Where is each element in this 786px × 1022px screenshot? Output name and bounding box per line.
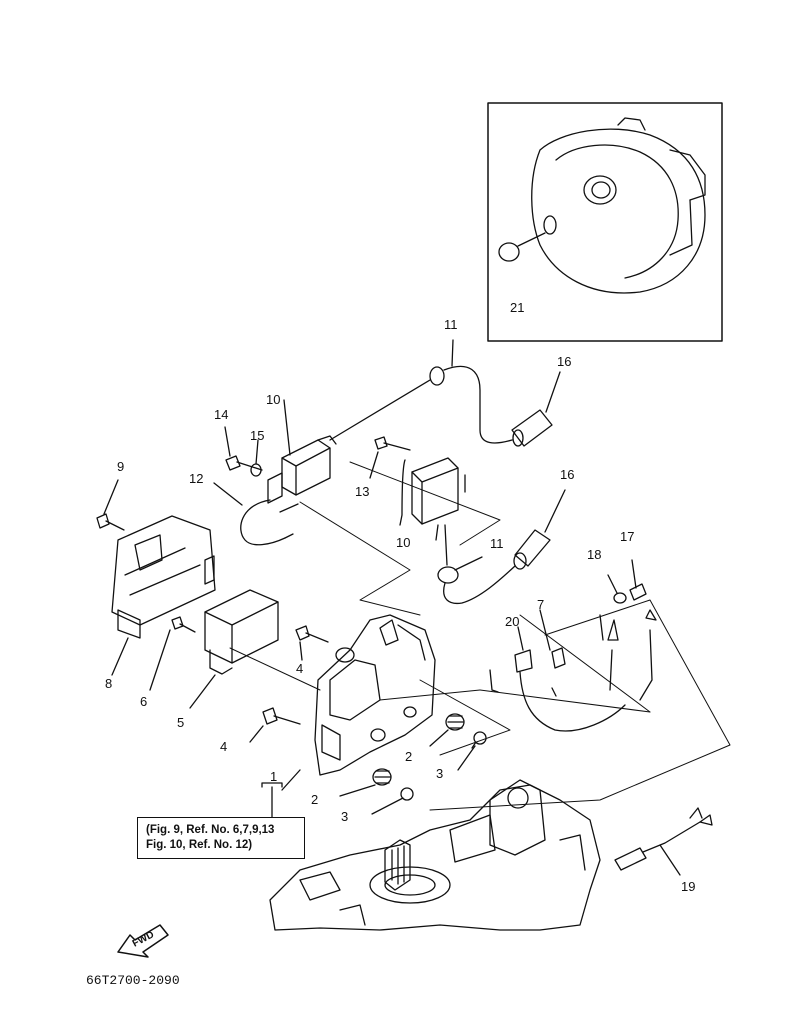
callout-17: 17 bbox=[620, 529, 635, 544]
callout-4: 4 bbox=[296, 661, 304, 676]
screw-3-lower bbox=[371, 787, 414, 815]
engine-block bbox=[269, 779, 601, 931]
reference-note-line-1: (Fig. 9, Ref. No. 6,7,9,13 bbox=[146, 824, 275, 836]
callout-8: 8 bbox=[105, 676, 113, 691]
plug-cap-upper bbox=[511, 371, 561, 447]
bolt-4-lower bbox=[249, 707, 301, 743]
callout-14: 14 bbox=[214, 407, 229, 422]
plug-cap-lower bbox=[513, 489, 566, 570]
reference-note: (Fig. 9, Ref. No. 6,7,9,13 Fig. 10, Ref.… bbox=[137, 817, 305, 859]
bolt-6 bbox=[149, 616, 196, 691]
lead-wire-12 bbox=[213, 482, 299, 546]
callout-11: 11 bbox=[444, 317, 458, 332]
fwd-arrow-icon bbox=[117, 924, 169, 958]
callout-20: 20 bbox=[505, 614, 520, 629]
callout-3: 3 bbox=[341, 809, 349, 824]
callout-6: 6 bbox=[140, 694, 148, 709]
stator-plate-1 bbox=[281, 614, 436, 791]
callout-16: 16 bbox=[557, 354, 572, 369]
callout-11: 11 bbox=[490, 536, 504, 551]
callout-15: 15 bbox=[250, 428, 265, 443]
bracket-8 bbox=[111, 515, 216, 676]
reference-note-line-2: Fig. 10, Ref. No. 12) bbox=[146, 839, 253, 851]
bolt-9 bbox=[96, 479, 125, 531]
note-leader bbox=[261, 782, 283, 818]
callout-19: 19 bbox=[681, 879, 696, 894]
callout-1: 1 bbox=[270, 769, 278, 784]
bolt-13 bbox=[369, 436, 411, 479]
callout-4: 4 bbox=[220, 739, 228, 754]
callout-10: 10 bbox=[266, 392, 281, 407]
screw-3-upper bbox=[457, 731, 487, 771]
callout-2: 2 bbox=[405, 749, 413, 764]
callout-21: 21 bbox=[510, 300, 525, 315]
spacer-2-lower bbox=[339, 768, 392, 797]
thermo-switch-19 bbox=[614, 807, 713, 876]
lead-wire-7 bbox=[539, 609, 566, 697]
rubber-grommet bbox=[498, 232, 546, 262]
wire-with-terminals bbox=[599, 609, 657, 701]
callout-2: 2 bbox=[311, 792, 319, 807]
callout-9: 9 bbox=[117, 459, 125, 474]
assembly-lines bbox=[229, 461, 731, 811]
bolt-14 bbox=[224, 426, 263, 471]
ignition-coil-lower bbox=[399, 457, 466, 541]
callout-16: 16 bbox=[560, 467, 575, 482]
callout-5: 5 bbox=[177, 715, 185, 730]
wire-harness-20 bbox=[489, 619, 626, 732]
ignition-coil-upper bbox=[267, 399, 337, 504]
high-tension-cord-upper bbox=[329, 339, 513, 444]
flywheel-cover bbox=[531, 117, 706, 294]
callout-7: 7 bbox=[537, 597, 545, 612]
callout-10: 10 bbox=[396, 535, 411, 550]
cdi-unit-5 bbox=[189, 589, 279, 709]
callout-3: 3 bbox=[436, 766, 444, 781]
callout-18: 18 bbox=[587, 547, 602, 562]
bolt-17 bbox=[629, 559, 647, 601]
callout-13: 13 bbox=[355, 484, 370, 499]
high-tension-cord-lower bbox=[437, 524, 516, 605]
spacer-2-upper bbox=[429, 713, 465, 747]
bolt-4-upper bbox=[295, 625, 329, 661]
washer-18 bbox=[607, 574, 627, 604]
inset-frame bbox=[487, 102, 723, 342]
washer-15 bbox=[250, 439, 262, 477]
callout-12: 12 bbox=[189, 471, 204, 486]
drawing-code: 66T2700-2090 bbox=[86, 973, 180, 988]
